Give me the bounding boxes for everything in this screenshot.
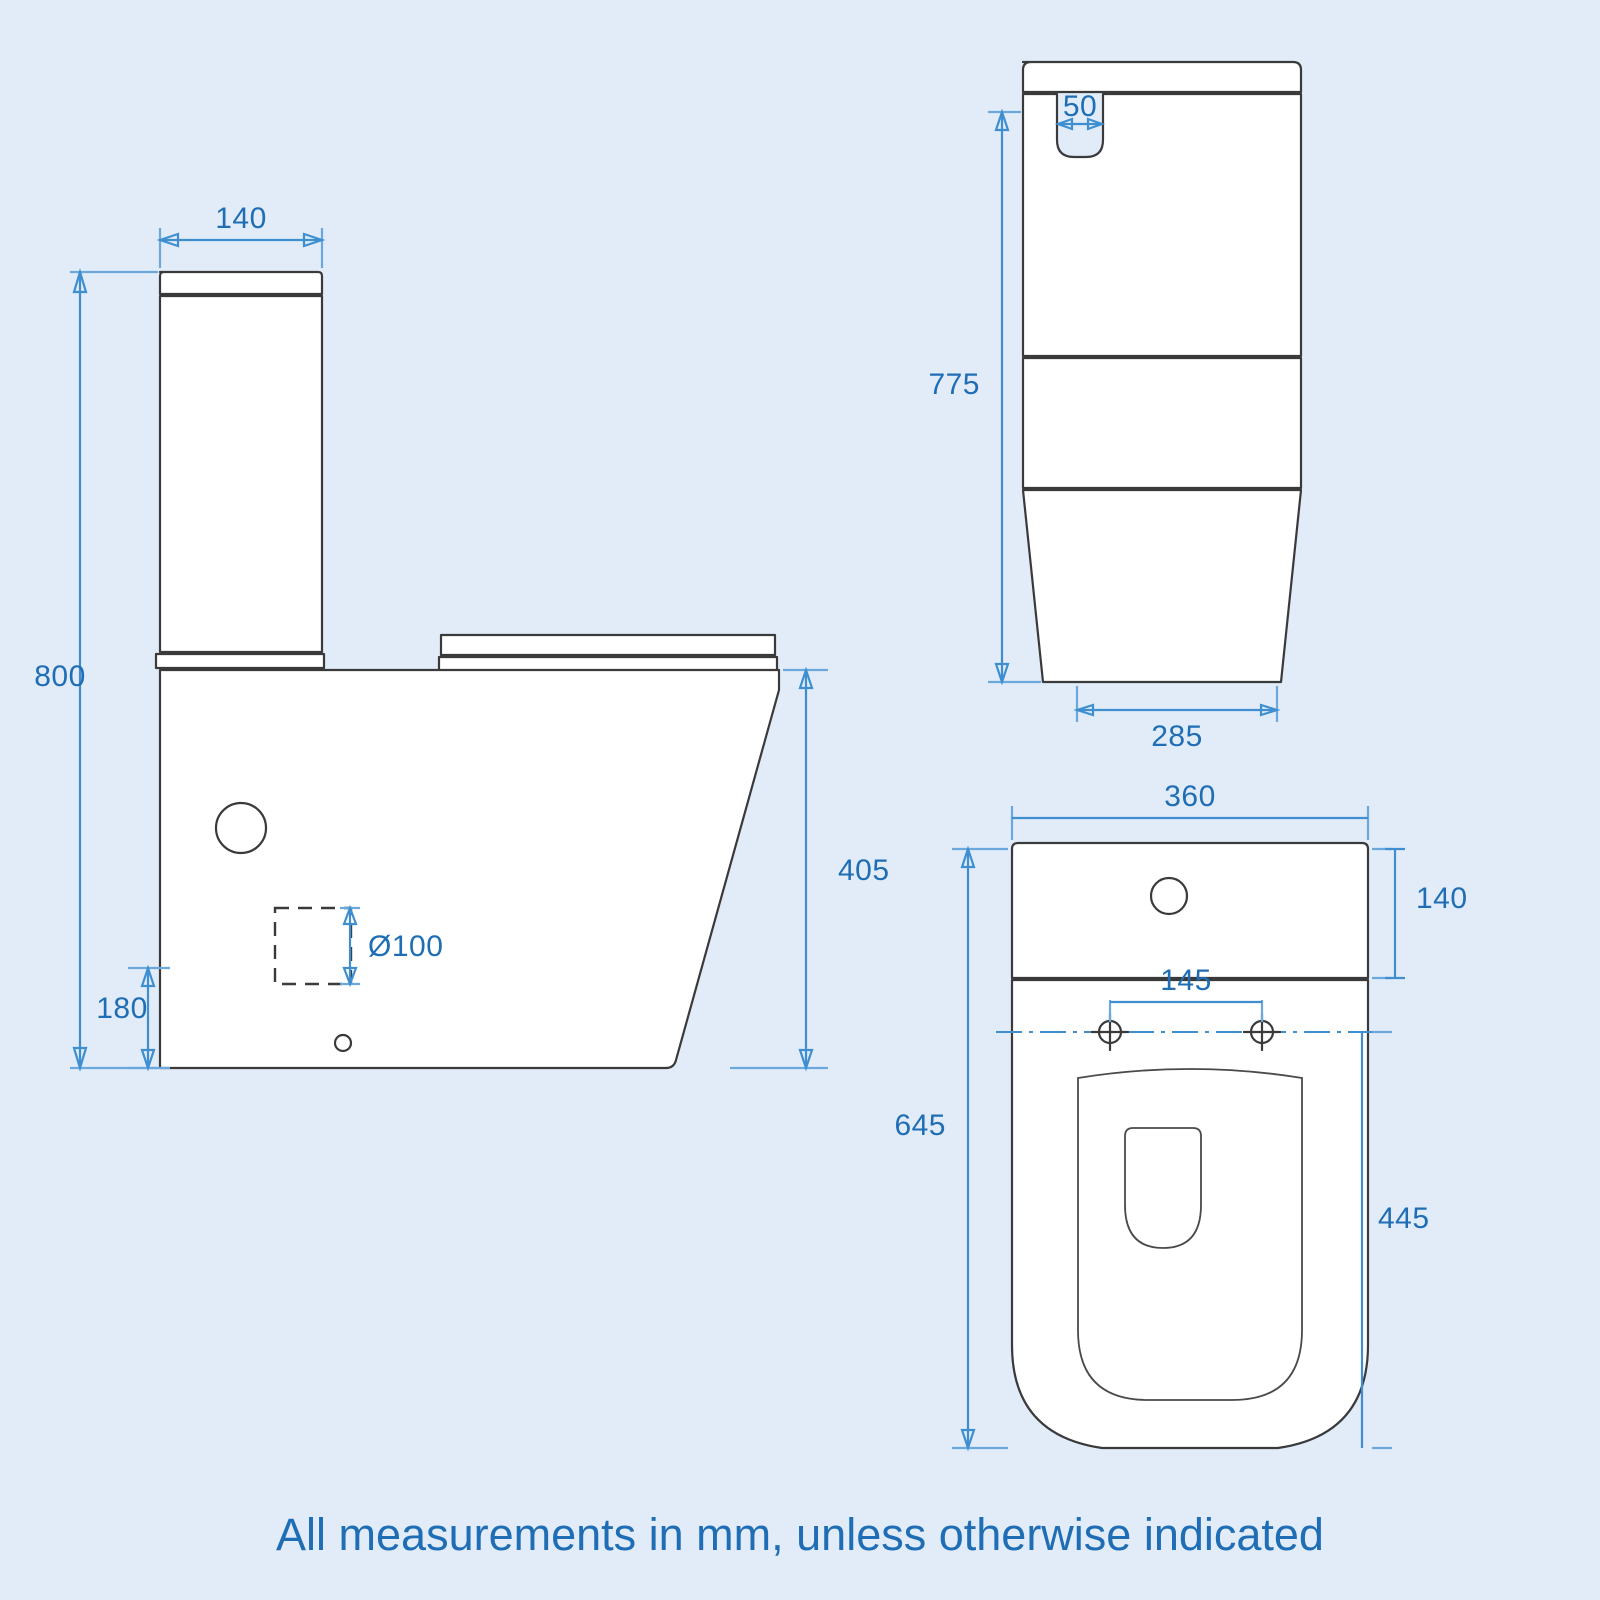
- side-cistern-body: [158, 294, 324, 654]
- plan-flush-hole-icon: [1149, 876, 1189, 916]
- side-cistern-base: [154, 652, 326, 670]
- dim-label-plan-140: 140: [1416, 882, 1468, 915]
- dim-front-slot-width: 50: [1054, 90, 1106, 131]
- dim-plan-overall-depth: 645: [894, 845, 1008, 1452]
- measurement-units-caption: All measurements in mm, unless otherwise…: [276, 1509, 1324, 1560]
- plan-cistern-top: [1010, 841, 1370, 980]
- dim-label-plan-145: 145: [1160, 964, 1212, 997]
- dim-plan-pan-depth: 445: [1360, 1030, 1430, 1450]
- side-seat-lid: [439, 633, 777, 657]
- side-cistern-lid: [158, 270, 324, 296]
- side-flush-hole-icon: [214, 801, 268, 855]
- dim-front-foot-width: 285: [1073, 686, 1281, 753]
- front-pan-upper: [1021, 356, 1303, 490]
- plan-seat-aperture: [1124, 1127, 1202, 1249]
- dim-plan-bolt-spacing: 145: [1108, 964, 1264, 1022]
- side-elevation-view: 140 800 180: [34, 202, 890, 1072]
- dim-label-front-775: 775: [928, 368, 980, 401]
- front-elevation-view: 50 775 285: [928, 60, 1303, 753]
- plan-pan-outline: [1010, 978, 1370, 1450]
- front-cistern-body: [1021, 92, 1303, 358]
- dim-label-side-140: 140: [215, 202, 267, 235]
- dim-label-side-800: 800: [34, 660, 86, 693]
- front-cistern-lid: [1021, 60, 1303, 94]
- dim-plan-overall-width: 360: [1010, 780, 1370, 840]
- dim-label-side-180: 180: [96, 992, 148, 1025]
- dim-side-cistern-width: 140: [156, 202, 326, 268]
- dim-label-front-50: 50: [1063, 90, 1097, 123]
- plan-view: 360 140 145: [894, 780, 1468, 1452]
- side-soil-outlet-outline: [273, 906, 353, 986]
- side-pan-body: [158, 668, 781, 1070]
- dim-side-overall-height: 800: [34, 268, 158, 1072]
- dim-side-outlet-diameter: Ø100: [340, 904, 443, 988]
- dim-side-pan-height: 405: [730, 666, 890, 1072]
- dim-label-plan-360: 360: [1164, 780, 1216, 813]
- front-pan-body: [1021, 488, 1303, 684]
- dim-front-overall-height: 775: [928, 108, 1041, 686]
- dim-label-plan-645: 645: [894, 1109, 946, 1142]
- dim-side-outlet-height: 180: [96, 964, 170, 1072]
- dim-label-side-405: 405: [838, 854, 890, 887]
- dim-plan-cistern-depth: 140: [1372, 847, 1468, 980]
- side-fixing-hole-icon: [333, 1033, 353, 1053]
- dim-label-side-dia100: Ø100: [368, 930, 443, 963]
- plan-seat-outer: [1077, 1068, 1303, 1401]
- dim-label-plan-445: 445: [1378, 1202, 1430, 1235]
- dim-label-front-285: 285: [1151, 720, 1203, 753]
